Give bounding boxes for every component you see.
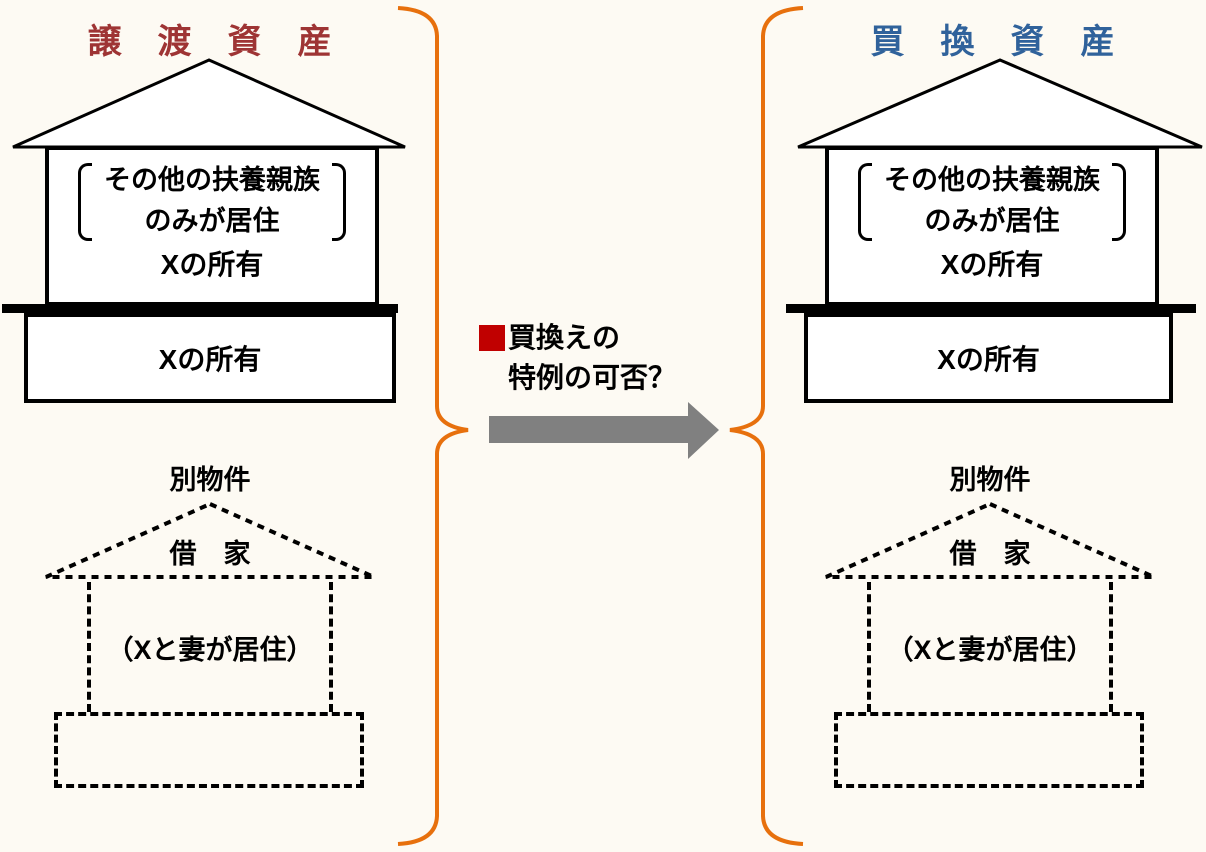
left-bracket-icon	[858, 163, 872, 241]
occupant-note-line1: その他の扶養親族	[104, 165, 320, 195]
replacement-house-body: その他の扶養親族 のみが居住 Xの所有	[825, 146, 1159, 306]
question-line1: 買換えの	[508, 322, 621, 353]
bullet-square-icon	[479, 325, 505, 351]
rented-land-box	[54, 712, 364, 788]
left-bracket-icon	[78, 163, 92, 241]
transfer-asset-title: 譲 渡 資 産	[87, 23, 333, 61]
building-owner-label: Xの所有	[940, 249, 1044, 280]
occupant-note-line1: その他の扶養親族	[884, 165, 1100, 195]
occupants-label: （Xと妻が居住）	[886, 634, 1094, 665]
other-property-label: 別物件	[949, 465, 1031, 495]
replacement-asset-title: 買 換 資 産	[870, 23, 1116, 61]
replacement-asset-group: 買 換 資 産 その他の扶養親族 のみが居住 Xの所有 Xの所有 別物件 借 家…	[780, 0, 1206, 852]
ground-line	[786, 304, 1196, 313]
rented-land-box	[834, 712, 1144, 788]
occupants-label: （Xと妻が居住）	[106, 634, 314, 665]
replacement-house-roof	[797, 58, 1203, 149]
rented-house-roof	[825, 501, 1155, 579]
transfer-asset-group: 譲 渡 資 産 その他の扶養親族 のみが居住 Xの所有 Xの所有 別物件 借 家…	[0, 0, 420, 852]
building-owner-label: Xの所有	[160, 249, 264, 280]
right-bracket-icon	[332, 163, 346, 241]
question-block: 買換えの 特例の可否？	[479, 318, 749, 398]
rented-house-label: 借 家	[949, 539, 1031, 569]
right-arrow-icon	[489, 402, 719, 459]
other-property-label: 別物件	[169, 465, 251, 495]
rented-house-roof	[45, 501, 375, 579]
transfer-house-roof	[12, 58, 406, 149]
occupant-note: その他の扶養親族 のみが居住	[858, 160, 1126, 242]
land-owner-label: Xの所有	[937, 344, 1040, 375]
replacement-land-box: Xの所有	[804, 313, 1173, 403]
rented-house-label: 借 家	[169, 539, 251, 569]
occupant-note-line2: のみが居住	[924, 206, 1060, 236]
rented-house-body: （Xと妻が居住）	[87, 582, 333, 712]
ground-line	[2, 304, 398, 313]
rented-house-body: （Xと妻が居住）	[867, 582, 1113, 712]
right-bracket-icon	[1112, 163, 1126, 241]
land-owner-label: Xの所有	[158, 344, 262, 375]
question-line2: 特例の可否？	[508, 362, 677, 393]
occupant-note-line2: のみが居住	[144, 206, 280, 236]
transfer-land-box: Xの所有	[24, 313, 396, 403]
occupant-note: その他の扶養親族 のみが居住	[78, 160, 346, 242]
transfer-house-body: その他の扶養親族 のみが居住 Xの所有	[45, 146, 379, 306]
